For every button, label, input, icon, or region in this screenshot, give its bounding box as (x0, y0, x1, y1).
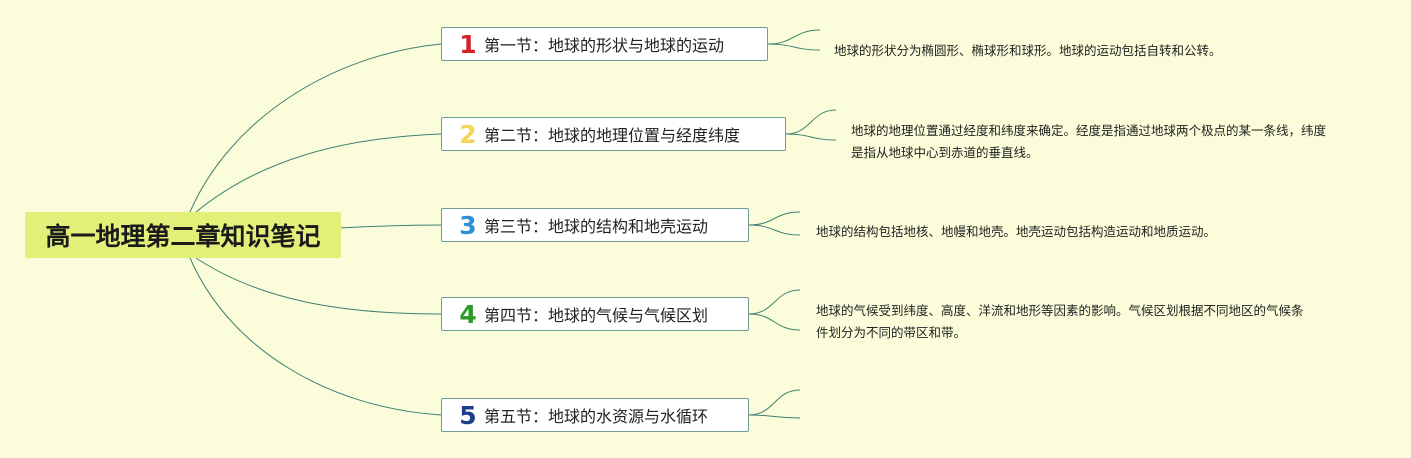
connector-root-topic-4 (195, 257, 442, 315)
connector-note-1-b (767, 43, 821, 51)
connector-note-3-a (748, 211, 801, 226)
number-1-icon: 1 (459, 29, 477, 59)
connector-root-topic-5 (189, 257, 442, 416)
topic-section-3[interactable]: 3 第三节：地球的结构和地壳运动 (441, 208, 749, 242)
connector-note-1-a (767, 29, 821, 45)
topic-label: 第四节：地球的气候与气候区划 (484, 306, 709, 325)
topic-section-4[interactable]: 4 第四节：地球的气候与气候区划 (441, 297, 749, 331)
number-3-icon: 3 (459, 210, 477, 240)
number-5-icon: 5 (459, 400, 477, 430)
connector-root-topic-2 (195, 133, 442, 213)
topic-label: 第五节：地球的水资源与水循环 (484, 407, 709, 426)
topic-note: 地球的结构包括地核、地幔和地壳。地壳运动包括构造运动和地质运动。 (816, 224, 1217, 239)
topic-section-5[interactable]: 5 第五节：地球的水资源与水循环 (441, 398, 749, 432)
topic-label: 第一节：地球的形状与地球的运动 (484, 36, 725, 55)
connector-note-2-a (785, 109, 837, 135)
root-topic[interactable]: 高一地理第二章知识笔记 (25, 212, 341, 258)
topic-section-1[interactable]: 1 第一节：地球的形状与地球的运动 (441, 27, 768, 61)
topic-label: 第三节：地球的结构和地壳运动 (484, 217, 709, 236)
connector-note-4-b (748, 313, 801, 331)
number-4-icon: 4 (459, 299, 477, 329)
topic-label: 第二节：地球的地理位置与经度纬度 (484, 126, 741, 145)
connector-note-2-b (785, 133, 837, 141)
topic-note: 地球的地理位置通过经度和纬度来确定。经度是指通过地球两个极点的某一条线，纬度是指… (851, 123, 1327, 160)
topic-note: 地球的气候受到纬度、高度、洋流和地形等因素的影响。气候区划根据不同地区的气候条件… (816, 303, 1304, 340)
connector-note-3-b (748, 224, 801, 236)
topic-note: 地球的形状分为椭圆形、椭球形和球形。地球的运动包括自转和公转。 (834, 43, 1222, 58)
connector-note-4-a (748, 289, 801, 315)
connector-note-5-a (748, 389, 801, 416)
number-2-icon: 2 (459, 119, 477, 149)
connector-note-5-b (748, 414, 801, 419)
topic-section-2[interactable]: 2 第二节：地球的地理位置与经度纬度 (441, 117, 786, 151)
connector-root-topic-3 (339, 224, 442, 229)
connector-root-topic-1 (189, 43, 442, 213)
